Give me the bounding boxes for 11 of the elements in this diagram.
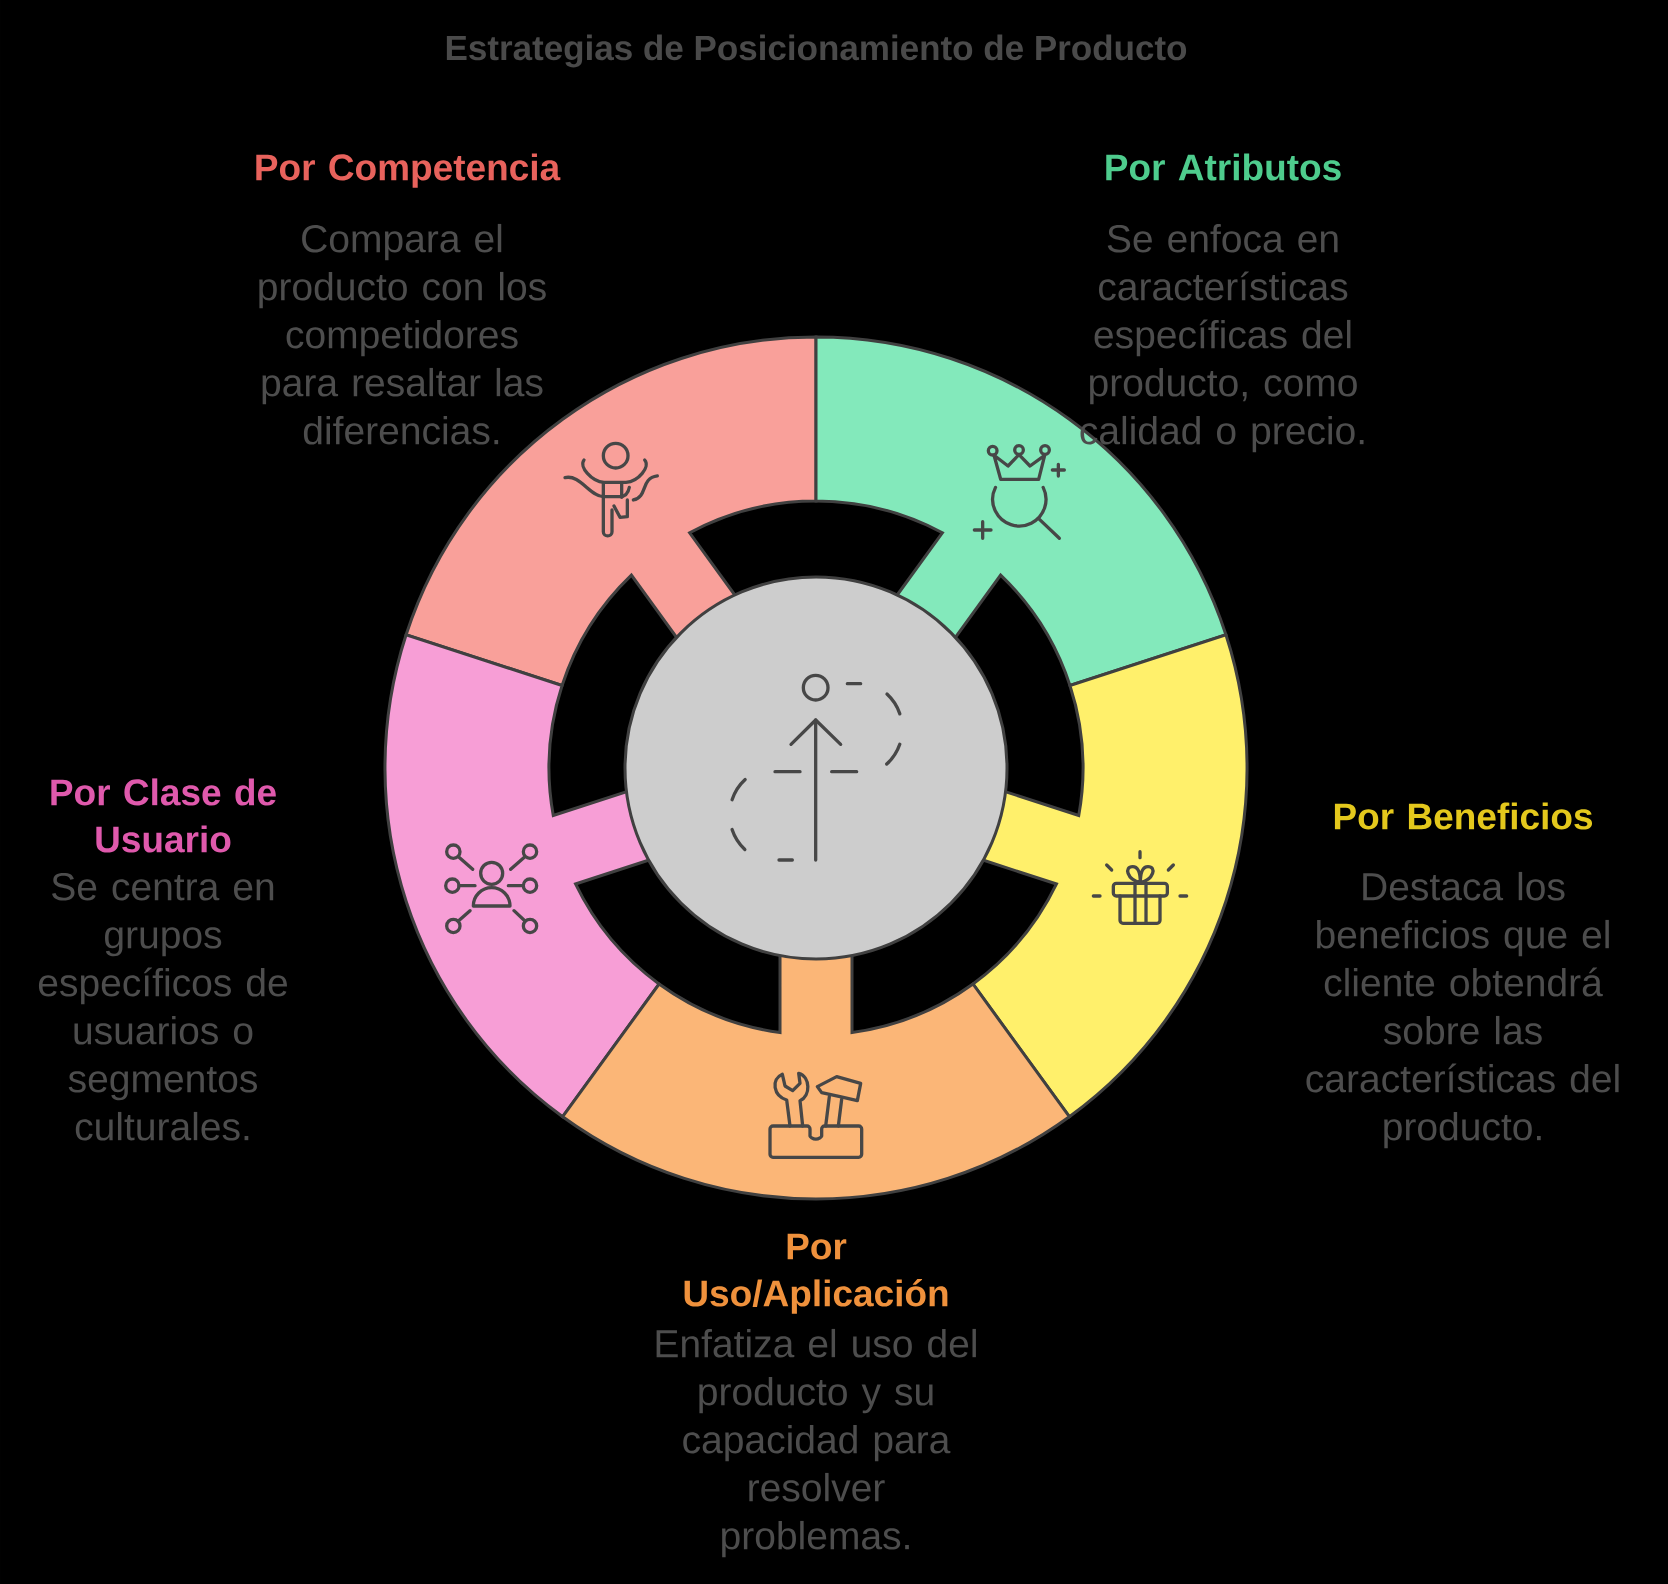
description: Enfatiza el uso del producto y su capacidad para resolver problemas. [656, 1328, 976, 1558]
description: Se enfoca en características específicas del producto, como calidad o precio. [1080, 223, 1364, 453]
heading: Por Competencia [256, 153, 561, 188]
description: Destaca los beneficios que el cliente obtendrá sobre las características del producto. [1306, 871, 1619, 1149]
heading: Por Uso/Aplicación [684, 1233, 948, 1314]
description: Se centra en grupos específicos de usuarios o segmentos culturales. [38, 872, 287, 1141]
heading: Por Clase de Usuario [51, 778, 276, 853]
heading: Por Beneficios [1334, 802, 1593, 830]
heading: Por Atributos [1106, 153, 1341, 181]
description: Compara el producto con los competidores para resaltar las diferencias. [259, 223, 546, 445]
title: Estrategias de Posicionamiento de Producto [446, 34, 1187, 68]
